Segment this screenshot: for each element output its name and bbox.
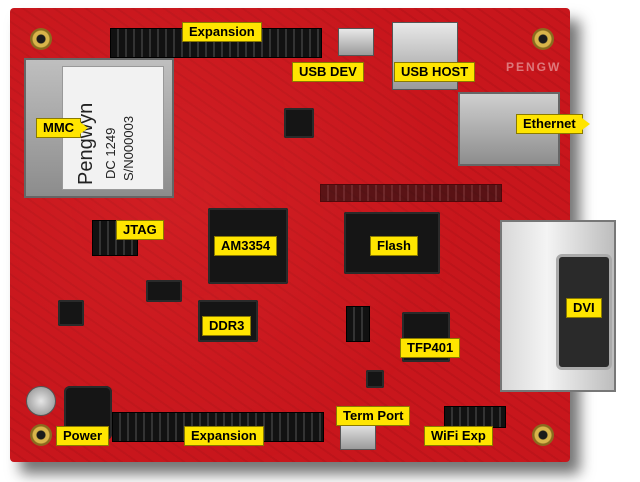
small-chip (146, 280, 182, 302)
label-dvi: DVI (566, 298, 602, 318)
capacitor (26, 386, 56, 416)
label-am3354: AM3354 (214, 236, 278, 256)
label-expansion-bottom: Expansion (184, 426, 264, 446)
silkscreen-edge-text: PENGW (506, 60, 562, 74)
term-port-connector (340, 422, 376, 450)
label-wifi-exp: WiFi Exp (424, 426, 493, 446)
label-usb-dev: USB DEV (292, 62, 364, 82)
mounting-hole (532, 28, 554, 50)
mounting-hole (532, 424, 554, 446)
small-chip (284, 108, 314, 138)
card-serial: S/N000003 (121, 115, 136, 181)
small-header (346, 306, 370, 342)
label-expansion-top: Expansion (182, 22, 262, 42)
small-chip (58, 300, 84, 326)
card-date-code: DC 1249 (103, 127, 118, 179)
label-usb-host: USB HOST (394, 62, 476, 82)
label-mmc: MMC (36, 118, 89, 138)
mounting-hole (30, 28, 52, 50)
label-jtag: JTAG (116, 220, 164, 240)
wifi-header (444, 406, 506, 428)
expansion-header-top (110, 28, 322, 58)
label-flash: Flash (370, 236, 418, 256)
label-ddr3: DDR3 (202, 316, 252, 336)
label-term-port: Term Port (336, 406, 411, 426)
mounting-hole (30, 424, 52, 446)
usb-dev-port (338, 28, 374, 56)
small-chip (366, 370, 384, 388)
label-tfp401: TFP401 (400, 338, 461, 358)
card-brand: Pengwyn (75, 102, 97, 185)
header-row-middle (320, 184, 502, 202)
label-ethernet: Ethernet (516, 114, 590, 134)
label-power: Power (56, 426, 110, 446)
